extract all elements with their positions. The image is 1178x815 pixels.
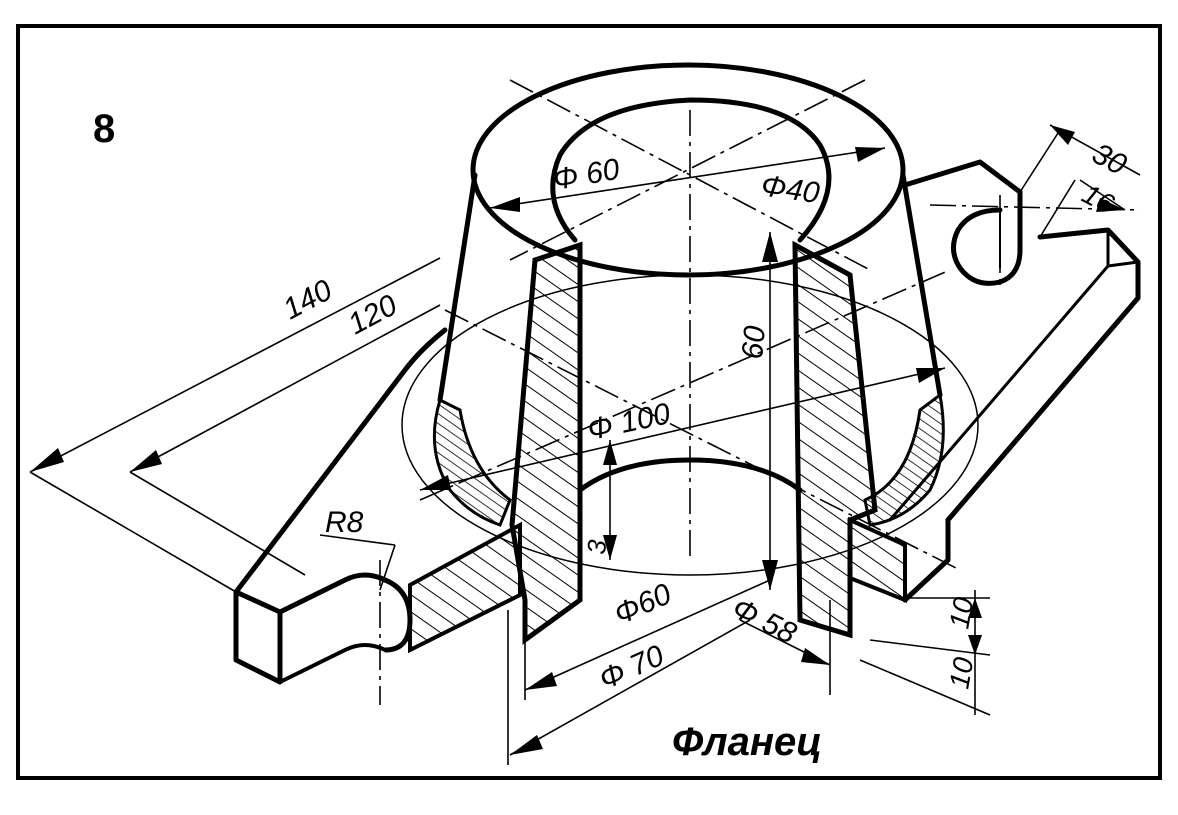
fillet-ring-right bbox=[863, 392, 945, 527]
dim-10-upper: 10 bbox=[943, 595, 979, 631]
dim-120: 120 bbox=[343, 288, 403, 341]
dim-d60-bottom: Φ60 bbox=[609, 577, 676, 631]
boss bbox=[437, 62, 943, 493]
dim-3: 3 bbox=[581, 538, 612, 556]
fillet-ring-left bbox=[432, 397, 512, 527]
drawing-title: Фланец bbox=[672, 720, 822, 764]
left-wall-section bbox=[509, 241, 583, 645]
dim-h60: 60 bbox=[736, 324, 772, 360]
center-lines bbox=[379, 79, 1141, 705]
left-flange-section bbox=[408, 521, 522, 654]
sheet-number: 8 bbox=[93, 107, 115, 151]
right-wall-section bbox=[792, 240, 878, 639]
dim-d40: Φ40 bbox=[759, 169, 822, 210]
sheet-frame bbox=[16, 24, 1162, 780]
dim-140: 140 bbox=[278, 273, 338, 326]
dim-30: 30 bbox=[1087, 137, 1132, 182]
arrowheads bbox=[30, 125, 1125, 755]
base-plate bbox=[233, 159, 1141, 685]
dim-r8: R8 bbox=[325, 506, 364, 539]
dim-d70: Φ 70 bbox=[594, 639, 669, 696]
dim-16: 16 bbox=[1077, 178, 1119, 220]
dim-d100: Φ 100 bbox=[585, 397, 674, 447]
dim-10-lower: 10 bbox=[943, 655, 979, 691]
right-flange-section bbox=[848, 516, 907, 603]
left-notch bbox=[383, 577, 413, 653]
dim-d58: Φ 58 bbox=[727, 592, 802, 651]
